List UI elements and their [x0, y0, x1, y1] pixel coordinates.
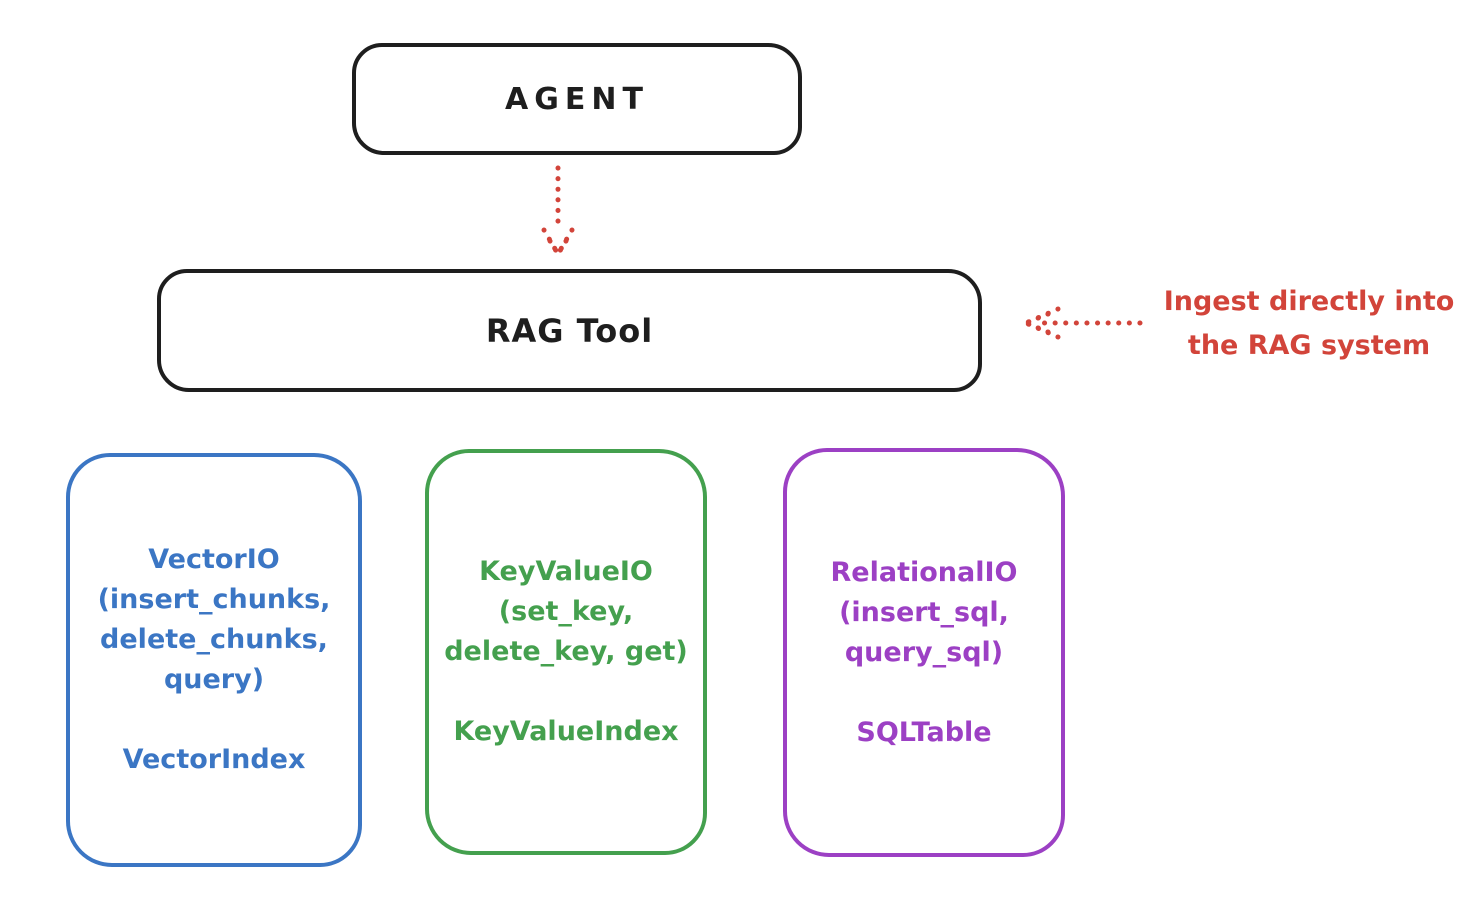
- rag-tool-node: RAG Tool: [157, 269, 982, 392]
- agent-node: AGENT: [352, 43, 802, 155]
- card-io-line: query_sql): [844, 636, 1004, 668]
- keyvalueio-card: KeyValueIO (set_key, delete_key, get) Ke…: [425, 449, 707, 855]
- card-io-line: delete_chunks,: [100, 624, 328, 655]
- card-io-line: query): [163, 664, 265, 695]
- rag-tool-label: RAG Tool: [485, 311, 654, 350]
- card-index-label: KeyValueIndex: [453, 716, 679, 747]
- card-io-line: (set_key,: [498, 596, 634, 627]
- card-io-line: VectorIO: [148, 544, 280, 575]
- card-io-line: RelationalIO: [830, 556, 1018, 588]
- ingest-annotation-line1: Ingest directly into: [1163, 286, 1455, 317]
- card-io-line: (insert_chunks,: [97, 584, 331, 615]
- card-index-label: VectorIndex: [122, 744, 306, 775]
- ingest-annotation-line2: the RAG system: [1187, 330, 1431, 361]
- card-io-line: delete_key, get): [444, 636, 688, 667]
- vectorio-card: VectorIO (insert_chunks, delete_chunks, …: [66, 453, 362, 867]
- card-io-line: (insert_sql,: [839, 596, 1009, 628]
- relationalio-card: RelationalIO (insert_sql, query_sql) SQL…: [783, 448, 1065, 857]
- card-index-label: SQLTable: [856, 716, 992, 748]
- ingest-annotation: Ingest directly into the RAG system: [1134, 280, 1484, 368]
- annotation-to-ragtool-arrow-icon: [1023, 306, 1143, 340]
- agent-to-ragtool-arrow-icon: [541, 165, 575, 257]
- card-io-line: KeyValueIO: [479, 556, 653, 587]
- agent-label: AGENT: [505, 81, 649, 117]
